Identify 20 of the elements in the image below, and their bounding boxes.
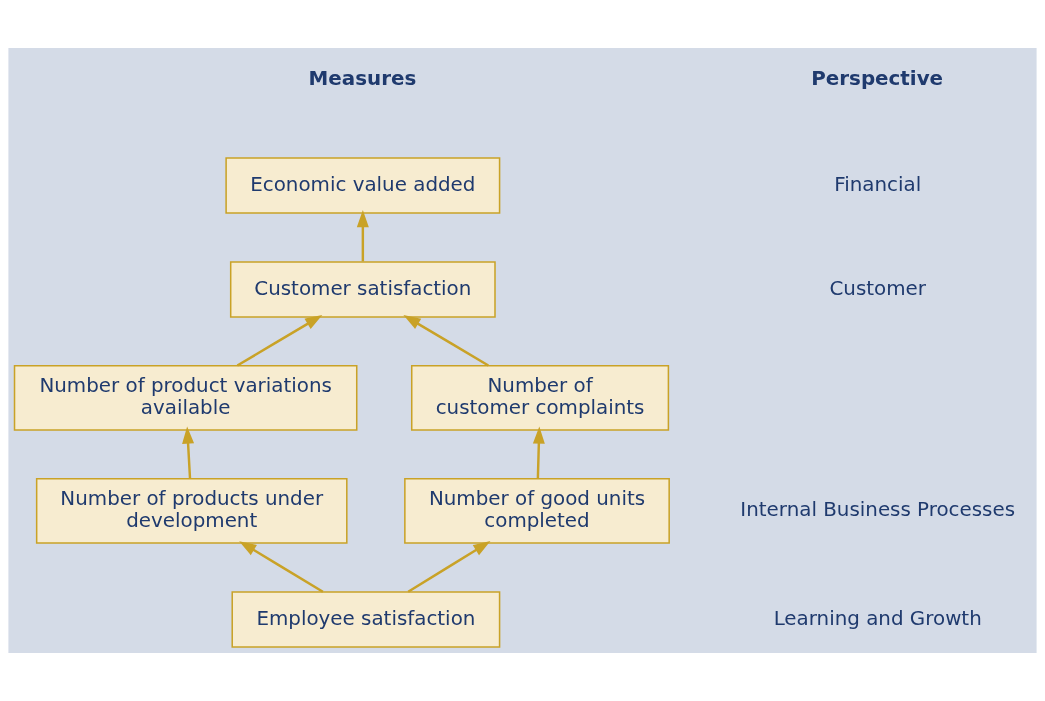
arrow (532, 426, 545, 479)
arrow (407, 541, 491, 593)
label: Internal Business Processes (740, 498, 1016, 522)
arrow (182, 426, 195, 479)
node-box: Economic value added (225, 157, 501, 214)
arrow (239, 541, 324, 593)
node-box: Customer satisfaction (229, 261, 496, 318)
node-box: Number of products under development (35, 478, 348, 544)
node-box: Employee satisfaction (231, 591, 501, 648)
label: Customer (829, 276, 926, 300)
arrow (236, 315, 323, 367)
label: Measures (308, 67, 417, 91)
node-box: Number of product variations available (13, 365, 358, 431)
arrow (403, 315, 489, 367)
label: Learning and Growth (773, 606, 982, 630)
label: Financial (834, 172, 922, 196)
label: Perspective (811, 67, 944, 91)
node-box: Number of customer complaints (410, 365, 670, 431)
node-box: Number of good units completed (404, 478, 670, 544)
arrow (356, 210, 369, 262)
